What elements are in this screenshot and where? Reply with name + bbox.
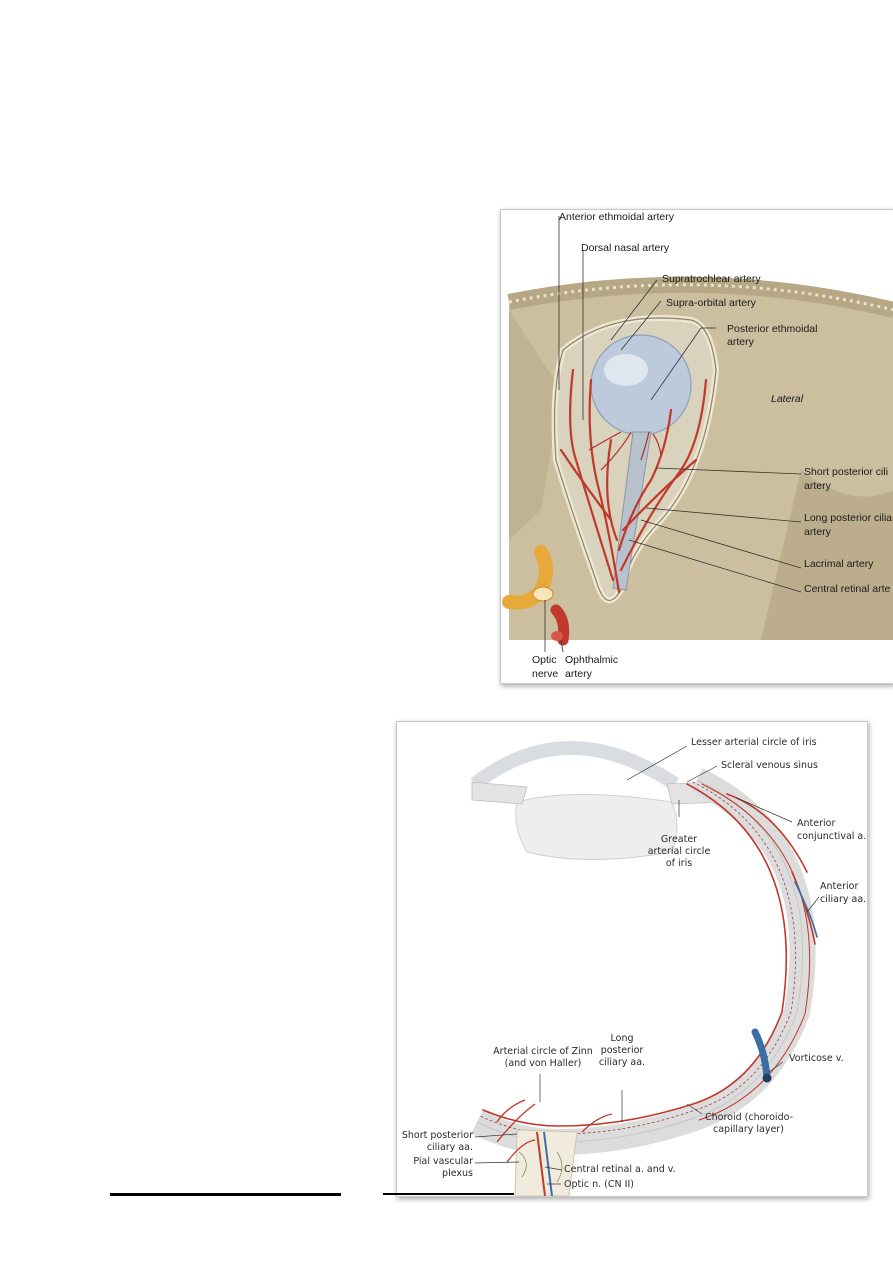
orbit-arteries-figure: Anterior ethmoidal artery Dorsal nasal a… [500,209,893,684]
label-choroid-2: capillary layer) [713,1124,784,1135]
label-anterior-ciliary-1: Anterior [820,881,859,892]
label-short-posterior-ciliary-1: Short posterior cili [804,466,889,478]
label-optic-nerve-1: Optic [532,654,557,666]
label-supraorbital-artery: Supra-orbital artery [666,297,756,309]
label-posterior-ethmoidal-artery-1: Posterior ethmoidal [727,323,818,335]
label-anterior-ciliary-2: ciliary aa. [820,894,867,905]
label-central-retinal-a-v: Central retinal a. and v. [564,1164,676,1175]
label-long-posterior-ciliary-2: artery [804,526,831,538]
label-long-posterior-ciliary-3: ciliary aa. [598,1057,646,1068]
label-anterior-conjunctival-2: conjunctival a. [797,831,867,842]
label-vorticose-vein: Vorticose v. [789,1053,844,1064]
label-circle-of-zinn-1: Arterial circle of Zinn [493,1046,593,1057]
label-optic-nerve-2: nerve [532,668,559,680]
footer-rule-right [383,1193,514,1195]
label-lesser-arterial-circle: Lesser arterial circle of iris [691,737,817,748]
label-greater-arterial-circle-1: Greater [660,834,698,845]
eye-vasculature-figure: Lesser arterial circle of iris Scleral v… [396,721,868,1197]
label-circle-of-zinn-2: (and von Haller) [504,1058,582,1069]
label-long-posterior-ciliary-1: Long posterior cilia [804,512,893,524]
label-posterior-ethmoidal-artery-2: artery [727,336,754,348]
orbit-illustration [502,216,893,653]
label-optic-nerve-cn2: Optic n. (CN II) [564,1179,634,1190]
label-choroid-1: Choroid (choroido- [705,1112,794,1123]
footer-rule-left [110,1193,341,1196]
label-long-posterior-ciliary-1: Long [610,1033,634,1044]
eye-cross-section-illustration [470,741,820,1196]
label-ophthalmic-artery-1: Ophthalmic [565,654,619,666]
label-anterior-ethmoidal-artery: Anterior ethmoidal artery [559,211,674,223]
label-supratrochlear-artery: Supratrochlear artery [662,273,761,285]
label-short-posterior-ciliary-1: Short posterior [401,1130,473,1141]
label-long-posterior-ciliary-2: posterior [600,1045,644,1056]
label-greater-arterial-circle-3: of iris [665,858,693,869]
label-short-posterior-ciliary-2: artery [804,480,831,492]
label-ophthalmic-artery-2: artery [565,668,592,680]
label-pial-vascular-plexus-2: plexus [442,1168,473,1179]
label-lacrimal-artery: Lacrimal artery [804,558,874,570]
label-greater-arterial-circle-2: arterial circle [647,846,711,857]
label-lateral: Lateral [771,393,804,405]
label-short-posterior-ciliary-2: ciliary aa. [426,1142,473,1153]
label-pial-vascular-plexus-1: Pial vascular [413,1156,473,1167]
label-dorsal-nasal-artery: Dorsal nasal artery [581,242,670,254]
label-scleral-venous-sinus: Scleral venous sinus [721,760,818,771]
label-central-retinal-artery: Central retinal arte [804,583,891,595]
label-anterior-conjunctival-1: Anterior [797,818,836,829]
